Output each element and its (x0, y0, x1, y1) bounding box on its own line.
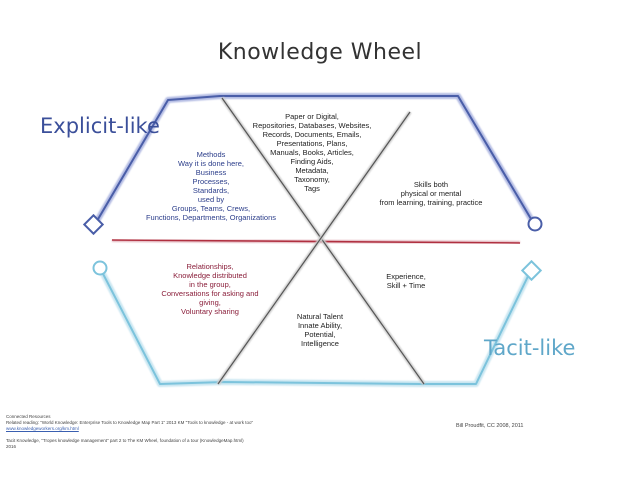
segment-bottom: Natural Talent Innate Ability, Potential… (270, 312, 370, 348)
segment-line: in the group, (189, 280, 231, 289)
segment-line: Manuals, Books, Articles, (270, 148, 354, 157)
explicit-outline-core (93, 95, 535, 227)
segment-line: Business (195, 168, 227, 177)
segment-line: Finding Aids, (290, 157, 334, 166)
spoke-left-diagonal-core (221, 97, 425, 385)
footer-line: 2016 (6, 444, 17, 449)
footer-line: Related reading: "World Knowledge: Enter… (6, 420, 254, 425)
segment-line: Conversations for asking and (161, 289, 259, 298)
segment-line: Processes, (192, 177, 230, 186)
segment-line: Innate Ability, (297, 321, 343, 330)
spoke-right-diagonal-core (217, 111, 411, 385)
segment-line: from learning, training, practice (379, 198, 483, 207)
segment-line: Potential, (304, 330, 336, 339)
segment-line: Taxonomy, (294, 175, 330, 184)
segment-line: Tags (304, 184, 320, 193)
segment-line: Voluntary sharing (181, 307, 239, 316)
segment-line: Metadata, (295, 166, 329, 175)
segment-top-right: Skills both physical or mental from lear… (356, 180, 506, 207)
segment-line: Paper or Digital, (285, 112, 339, 121)
segment-line: Knowledge distributed (173, 271, 247, 280)
segment-line: Natural Talent (296, 312, 344, 321)
segment-line: used by (197, 195, 225, 204)
tacit-end-circle (92, 260, 108, 276)
segment-top: Paper or Digital, Repositories, Database… (232, 112, 392, 193)
footer-references: Connected Resources Related reading: "Wo… (6, 414, 366, 450)
explicit-end-marker (82, 213, 105, 236)
tacit-like-label: Tacit-like (484, 336, 576, 360)
segment-line: giving, (199, 298, 221, 307)
segment-line: Skill + Time (386, 281, 426, 290)
diagram-title: Knowledge Wheel (217, 40, 423, 65)
segment-top-left: Methods Way it is done here, Business Pr… (126, 150, 296, 222)
tacit-outline-core (99, 267, 532, 385)
segment-line: Experience, (386, 272, 426, 281)
segment-line: Relationships, (186, 262, 234, 271)
segment-line: Functions, Departments, Organizations (145, 213, 277, 222)
segment-bottom-left: Relationships, Knowledge distributed in … (140, 262, 280, 316)
tacit-end-marker (520, 259, 543, 282)
footer-line: Connected Resources (6, 414, 51, 419)
segment-line: Records, Documents, Emails, (262, 130, 362, 139)
explicit-like-label: Explicit-like (40, 114, 160, 138)
divider-line-core (111, 239, 521, 244)
footer-line: Tacit Knowledge, "Tropes knowledge manag… (6, 438, 244, 443)
segment-line: Repositories, Databases, Websites, (252, 121, 372, 130)
segment-line: Presentations, Plans, (276, 139, 348, 148)
segment-line: physical or mental (400, 189, 462, 198)
segment-line: Methods (196, 150, 226, 159)
segment-line: Standards, (192, 186, 230, 195)
segment-line: Skills both (413, 180, 449, 189)
author-credit: Bill Proudfit, CC 2008, 2011 (456, 423, 524, 429)
segment-line: Way it is done here, (177, 159, 244, 168)
segment-bottom-right: Experience, Skill + Time (366, 272, 446, 290)
segment-line: Groups, Teams, Crews, (171, 204, 251, 213)
segment-line: Intelligence (301, 339, 339, 348)
explicit-end-circle (527, 216, 543, 232)
footer-link[interactable]: www.knowledgeworkers.org/km.html (6, 426, 79, 431)
